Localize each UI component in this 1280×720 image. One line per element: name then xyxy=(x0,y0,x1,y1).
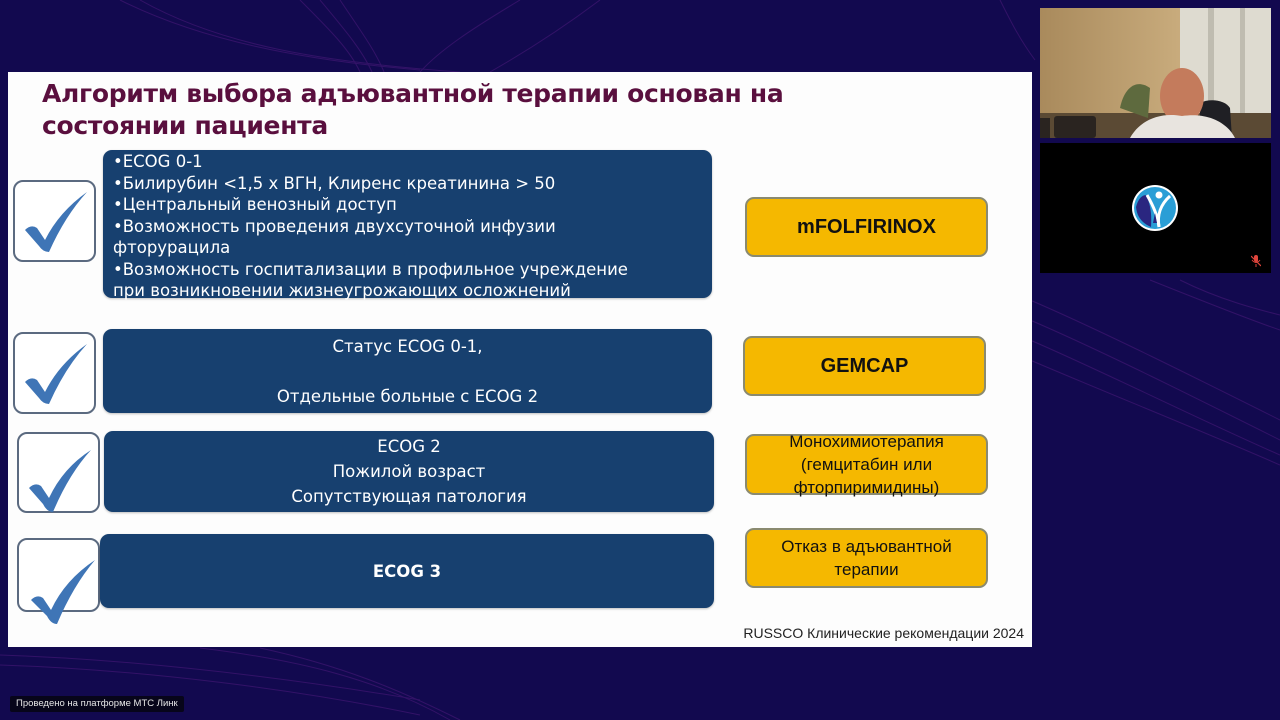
person-video-icon xyxy=(1040,8,1271,138)
criteria-line: Пожилой возраст xyxy=(332,462,486,481)
therapy-box-refusal: Отказ в адъювантной терапии xyxy=(745,528,988,588)
therapy-box-monochemotherapy: Монохимиотерапия (гемцитабин или фторпир… xyxy=(745,432,988,497)
criteria-line: Статус ECOG 0-1, xyxy=(332,336,483,356)
criteria-line: ECOG 3 xyxy=(372,561,442,581)
platform-badge: Проведено на платформе МТС Линк xyxy=(10,696,184,712)
criteria-line: фторурацила xyxy=(113,238,231,257)
therapy-label-line: терапии xyxy=(834,560,899,579)
therapy-label-line: Отказ в адъювантной xyxy=(781,537,952,556)
therapy-label: GEMCAP xyxy=(820,354,909,377)
participant-video-logo[interactable] xyxy=(1040,143,1271,273)
criteria-panel-row-4: ECOG 3 xyxy=(100,534,714,608)
checkmark-icon xyxy=(25,344,87,404)
criteria-line: •Билирубин <1,5 х ВГН, Клиренс креатинин… xyxy=(113,173,556,193)
criteria-line: Сопутствующая патология xyxy=(291,487,527,506)
checkmark-icon xyxy=(25,192,87,252)
slide-title-line-1: Алгоритм выбора адъювантной терапии осно… xyxy=(42,79,784,108)
therapy-box-mfolfirinox: mFOLFIRINOX xyxy=(745,197,988,257)
criteria-line: •Центральный венозный доступ xyxy=(113,195,397,214)
checkbox-row-1 xyxy=(13,180,96,262)
presentation-slide: Алгоритм выбора адъювантной терапии осно… xyxy=(8,72,1032,647)
checkmark-icon xyxy=(29,450,91,512)
checkbox-row-3 xyxy=(17,432,100,513)
criteria-line: •Возможность госпитализации в профильное… xyxy=(113,259,628,279)
slide-title: Алгоритм выбора адъювантной терапии осно… xyxy=(42,78,942,142)
criteria-panel-row-2: Статус ECOG 0-1, Отдельные больные с ECO… xyxy=(103,329,712,413)
checkbox-row-2 xyxy=(13,332,96,414)
slide-title-line-2: состоянии пациента xyxy=(42,111,328,140)
criteria-line: при возникновении жизнеугрожающих осложн… xyxy=(113,281,571,300)
therapy-label-line: фторпиримидины) xyxy=(793,478,940,497)
criteria-line: Отдельные больные с ECOG 2 xyxy=(276,386,539,406)
therapy-label: mFOLFIRINOX xyxy=(797,215,936,238)
source-citation: RUSSCO Клинические рекомендации 2024 xyxy=(743,625,1024,641)
mic-muted-icon xyxy=(1251,255,1261,267)
therapy-box-gemcap: GEMCAP xyxy=(743,336,986,396)
criteria-panel-row-3: ECOG 2 Пожилой возраст Сопутствующая пат… xyxy=(104,431,714,512)
criteria-line: •Возможность проведения двухсуточной инф… xyxy=(113,216,556,236)
criteria-line: ECOG 2 xyxy=(377,437,441,456)
criteria-line: •ECOG 0-1 xyxy=(113,152,203,171)
organization-logo-icon xyxy=(1132,185,1178,231)
participant-video-camera[interactable] xyxy=(1040,8,1271,138)
checkmark-icon xyxy=(31,560,95,624)
therapy-label-line: Монохимиотерапия xyxy=(789,432,944,451)
therapy-label-line: (гемцитабин или xyxy=(800,455,933,474)
checkbox-row-4 xyxy=(17,538,100,624)
criteria-panel-row-1: •ECOG 0-1 •Билирубин <1,5 х ВГН, Клиренс… xyxy=(103,150,712,300)
